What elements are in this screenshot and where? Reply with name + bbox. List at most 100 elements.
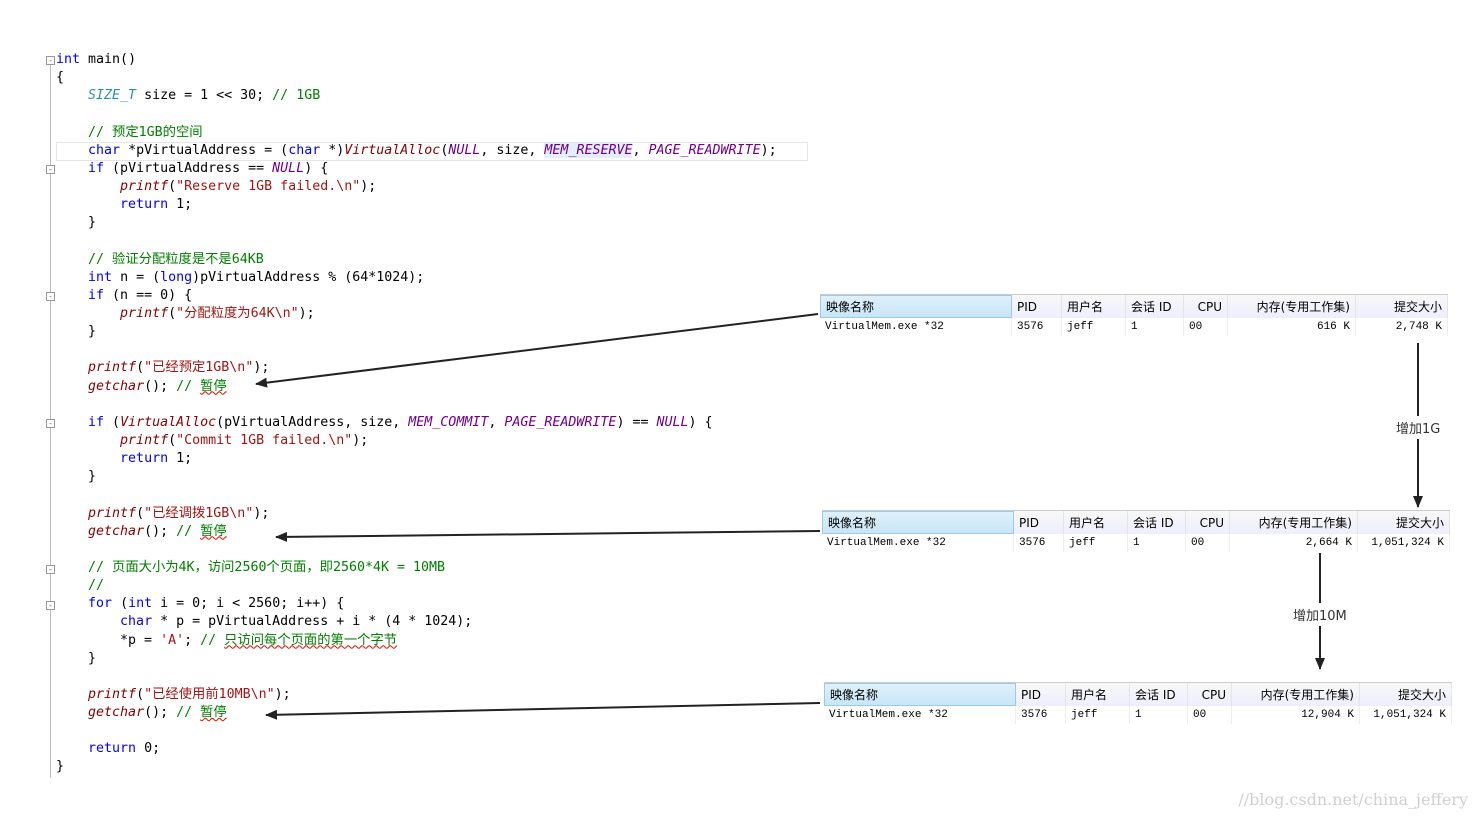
- cell-cpu: 00: [1186, 534, 1230, 552]
- code-token: }: [56, 324, 97, 340]
- code-token: ();: [144, 705, 177, 721]
- cell-name: VirtualMem.exe *32: [822, 534, 1014, 552]
- column-header[interactable]: 用户名: [1062, 295, 1126, 318]
- code-token: 0;: [136, 741, 161, 757]
- code-token: 1;: [168, 197, 193, 213]
- code-token: * p = pVirtualAddress + i * (4 * 1024);: [152, 614, 473, 630]
- code-token: PAGE_READWRITE: [648, 142, 761, 158]
- column-header[interactable]: 映像名称: [820, 295, 1012, 318]
- fold-toggle[interactable]: -: [46, 565, 55, 574]
- code-token: )pVirtualAddress % (64*1024);: [192, 269, 425, 285]
- cell-pid: 3576: [1016, 706, 1066, 724]
- cell-name: VirtualMem.exe *32: [824, 706, 1016, 724]
- code-token: i = 0; i < 2560; i++) {: [152, 596, 345, 612]
- code-token: //: [88, 578, 105, 594]
- code-token: );: [298, 305, 315, 321]
- code-token: );: [352, 432, 369, 448]
- fold-toggle[interactable]: -: [46, 56, 55, 65]
- code-token: printf: [120, 432, 169, 448]
- code-line: }: [56, 214, 777, 232]
- column-header[interactable]: PID: [1012, 295, 1062, 318]
- column-header[interactable]: 会话 ID: [1128, 511, 1186, 534]
- code-token: (: [168, 432, 177, 448]
- column-header[interactable]: PID: [1016, 683, 1066, 706]
- code-token: ();: [144, 523, 177, 539]
- column-header[interactable]: CPU: [1188, 683, 1232, 706]
- code-line: //: [56, 577, 777, 595]
- code-token: (: [440, 142, 449, 158]
- code-line: {: [56, 69, 777, 87]
- code-line: }: [56, 650, 777, 668]
- code-line: }: [56, 468, 777, 486]
- code-token: *pVirtualAddress = (: [120, 142, 289, 158]
- code-token: if: [88, 287, 105, 303]
- code-token: return: [120, 197, 169, 213]
- code-line: char * p = pVirtualAddress + i * (4 * 10…: [56, 613, 777, 631]
- code-token: main(): [80, 52, 137, 67]
- column-header[interactable]: 提交大小: [1356, 295, 1448, 318]
- code-token: NULL: [448, 142, 481, 158]
- code-token: (: [112, 596, 129, 612]
- code-token: (: [104, 414, 121, 430]
- fold-toggle[interactable]: -: [46, 165, 55, 174]
- cell-name: VirtualMem.exe *32: [820, 318, 1012, 336]
- code-line: int n = (long)pVirtualAddress % (64*1024…: [56, 269, 777, 287]
- code-line: printf("Commit 1GB failed.\n");: [56, 432, 777, 450]
- code-token: ,: [488, 414, 505, 430]
- column-header[interactable]: 内存(专用工作集): [1228, 295, 1356, 318]
- code-token: "Reserve 1GB failed.\n": [176, 178, 361, 194]
- code-token: ();: [144, 378, 177, 394]
- arrow: [275, 530, 821, 542]
- code-token: (: [136, 505, 145, 521]
- code-token: (: [136, 686, 145, 702]
- column-header[interactable]: 用户名: [1064, 511, 1128, 534]
- code-token: 只访问每个页面的第一个字节: [224, 632, 398, 648]
- code-token: NULL: [272, 160, 305, 176]
- code-token: ,: [632, 142, 649, 158]
- column-header[interactable]: 会话 ID: [1126, 295, 1184, 318]
- column-header[interactable]: 会话 ID: [1130, 683, 1188, 706]
- column-header[interactable]: PID: [1014, 511, 1064, 534]
- cell-session: 1: [1128, 534, 1186, 552]
- code-token: for: [88, 596, 113, 612]
- code-token: if: [88, 414, 105, 430]
- code-token: printf: [88, 686, 137, 702]
- code-token: (: [136, 360, 145, 376]
- code-line: getchar(); // 暂停: [56, 704, 777, 722]
- code-token: char: [88, 142, 121, 158]
- watermark: //blog.csdn.net/china_jeffery: [1238, 790, 1468, 809]
- code-editor[interactable]: int main(){ SIZE_T size = 1 << 30; // 1G…: [56, 51, 777, 777]
- column-header[interactable]: CPU: [1186, 511, 1230, 534]
- fold-toggle[interactable]: -: [46, 292, 55, 301]
- code-token: );: [253, 505, 270, 521]
- code-token: (n == 0) {: [104, 287, 193, 303]
- arrow: [265, 702, 821, 720]
- code-token: ;: [184, 632, 201, 648]
- cell-user: jeff: [1062, 318, 1126, 336]
- column-header[interactable]: 映像名称: [824, 683, 1016, 706]
- code-token: ) {: [688, 414, 713, 430]
- column-header[interactable]: 提交大小: [1358, 511, 1450, 534]
- column-header[interactable]: 内存(专用工作集): [1230, 511, 1358, 534]
- code-token: );: [360, 178, 377, 194]
- column-header[interactable]: 映像名称: [822, 511, 1014, 534]
- code-line: int main(): [56, 51, 777, 69]
- code-line: }: [56, 323, 777, 341]
- column-header[interactable]: 用户名: [1066, 683, 1130, 706]
- column-header[interactable]: CPU: [1184, 295, 1228, 318]
- code-token: "Commit 1GB failed.\n": [176, 432, 353, 448]
- column-header[interactable]: 提交大小: [1360, 683, 1452, 706]
- code-token: char: [288, 142, 321, 158]
- code-token: PAGE_READWRITE: [504, 414, 617, 430]
- fold-toggle[interactable]: -: [46, 601, 55, 610]
- fold-toggle[interactable]: -: [46, 419, 55, 428]
- cell-session: 1: [1130, 706, 1188, 724]
- column-header[interactable]: 内存(专用工作集): [1232, 683, 1360, 706]
